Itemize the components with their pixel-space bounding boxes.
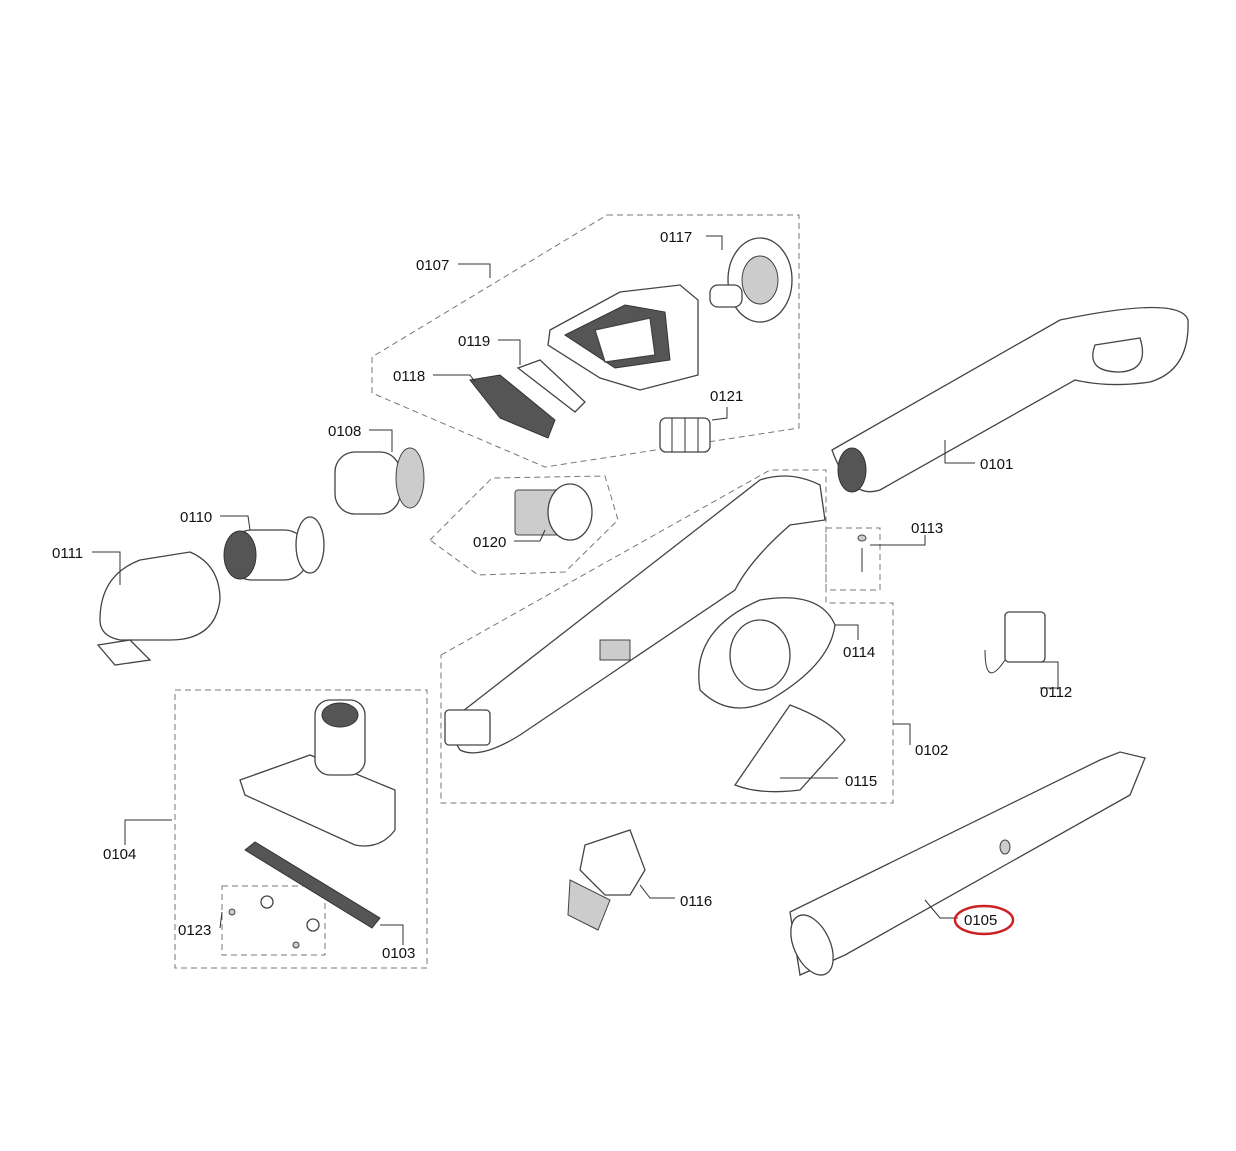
group-box-0102 — [440, 469, 894, 804]
label-0101: 0101 — [980, 456, 1013, 473]
part-0118-grille — [469, 374, 556, 439]
label-0104: 0104 — [103, 846, 136, 863]
group-box-0113 — [825, 527, 881, 591]
label-0107: 0107 — [416, 257, 449, 274]
label-0123: 0123 — [178, 922, 211, 939]
part-0119-filter-seal — [516, 359, 586, 413]
label-0121: 0121 — [710, 388, 743, 405]
part-0113-screw — [857, 534, 867, 572]
label-0112: 0112 — [1040, 684, 1072, 701]
label-0115: 0115 — [845, 773, 877, 790]
label-0120: 0120 — [473, 534, 506, 551]
group-box-0103 — [221, 885, 326, 956]
label-0110: 0110 — [180, 509, 212, 526]
label-0119: 0119 — [458, 333, 490, 350]
part-0114-cover — [698, 597, 836, 709]
part-0110-cyclone — [223, 516, 325, 581]
label-0102: 0102 — [915, 742, 948, 759]
part-0103-brush-roll — [228, 841, 381, 949]
part-0102-main-body — [444, 475, 826, 754]
label-0114: 0114 — [843, 644, 875, 661]
leader-lines — [92, 235, 1059, 945]
part-0111-dust-bin — [96, 551, 221, 666]
part-0104-floor-nozzle — [239, 699, 396, 847]
group-box-0104 — [174, 689, 428, 969]
part-0105-extension-tube — [789, 751, 1146, 976]
part-0107-motor-housing — [547, 284, 699, 391]
label-0117: 0117 — [660, 229, 692, 246]
label-0111: 0111 — [52, 545, 83, 562]
label-0103: 0103 — [382, 945, 415, 962]
part-0116-crevice-tool — [567, 829, 646, 931]
label-0116: 0116 — [680, 893, 712, 910]
highlight-circle-0105 — [953, 904, 1015, 936]
label-0105: 0105 — [964, 912, 997, 929]
part-0112-charger — [984, 611, 1046, 674]
label-0118: 0118 — [393, 368, 425, 385]
group-box-0107 — [371, 214, 800, 468]
part-0115-cover-plate — [734, 704, 846, 793]
part-0120-circuit-board — [514, 483, 593, 541]
part-0121-battery-pack — [659, 417, 711, 453]
label-0108: 0108 — [328, 423, 361, 440]
part-0101-handle — [831, 306, 1189, 493]
part-0108-filter — [334, 447, 425, 515]
part-0117-motor — [709, 237, 793, 323]
label-0113: 0113 — [911, 520, 943, 537]
